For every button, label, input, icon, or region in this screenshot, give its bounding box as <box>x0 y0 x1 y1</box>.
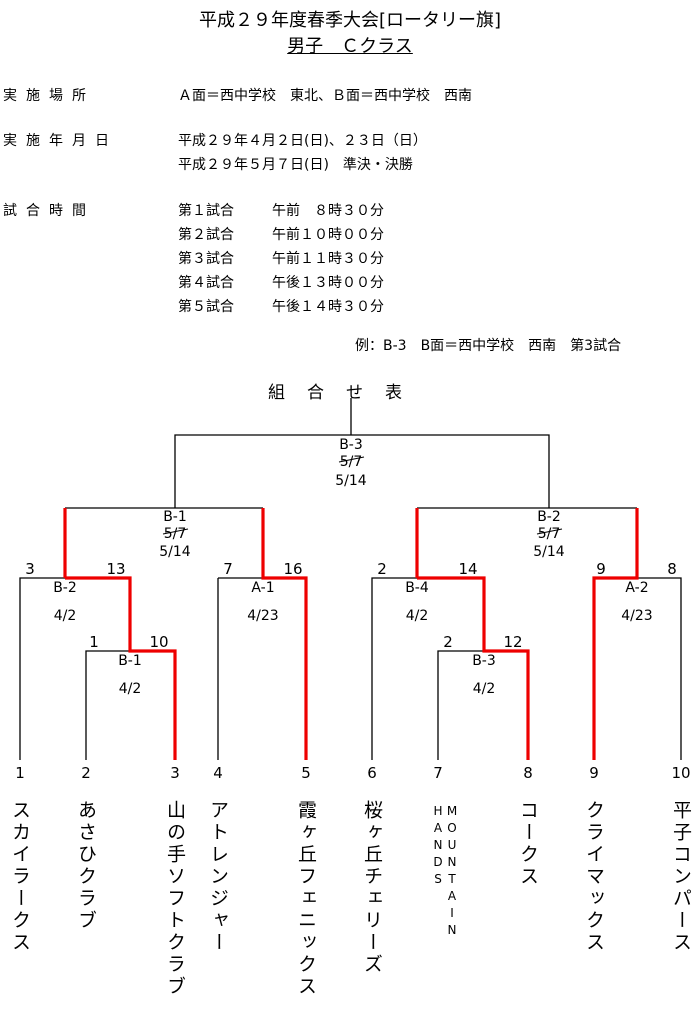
team-name-9: クライマックス <box>583 800 605 954</box>
match-date: 4/2 <box>54 608 77 624</box>
strike-mark <box>536 528 563 535</box>
final-code: B-3 <box>339 437 363 453</box>
strike-mark <box>338 456 365 463</box>
match-4-time: 午後１３時００分 <box>272 275 384 291</box>
match-3-time: 午前１１時３０分 <box>272 251 384 267</box>
match-code: A-2 <box>625 580 648 596</box>
team-name-4: アトレンジャー <box>207 800 229 954</box>
score-right: 14 <box>458 560 477 578</box>
match-2-time: 午前１０時００分 <box>272 227 384 243</box>
score-left: 7 <box>223 560 233 578</box>
match-date: 4/23 <box>621 608 652 624</box>
match-code: B-3 <box>472 653 496 669</box>
match-5-time: 午後１４時３０分 <box>272 299 384 315</box>
team-number: 2 <box>81 764 91 782</box>
score-right: 16 <box>283 560 302 578</box>
final-old-date: 5/7 <box>340 454 363 470</box>
venue-label: 実施場所 <box>3 88 95 104</box>
date-line-2: 平成２９年５月７日(日) 準決・決勝 <box>178 157 413 173</box>
team-number: 8 <box>523 764 533 782</box>
match-5-name: 第５試合 <box>178 299 234 315</box>
semi-right-old-date: 5/7 <box>538 526 561 542</box>
team-number: 3 <box>170 764 180 782</box>
score-left: 1 <box>89 633 99 651</box>
score-right: 13 <box>106 560 125 578</box>
score-left: 2 <box>443 633 453 651</box>
bracket-title: 組合せ表 <box>268 383 424 403</box>
match-code: B-2 <box>53 580 77 596</box>
example-note: 例：B-3 B面＝西中学校 西南 第3試合 <box>355 338 622 354</box>
team-name-1: スカイラークス <box>9 800 31 954</box>
final-date: 5/14 <box>335 473 367 489</box>
team-name-5: 霞ヶ丘フェニックス <box>295 800 317 998</box>
match-4-name: 第４試合 <box>178 275 234 291</box>
semi-left-date: 5/14 <box>159 544 191 560</box>
semi-left-code: B-1 <box>163 509 187 525</box>
date-label: 実施年月日 <box>3 133 118 149</box>
score-left: 3 <box>25 560 35 578</box>
semi-right-code: B-2 <box>537 509 561 525</box>
time-label: 試合時間 <box>3 203 95 219</box>
team-name-8: コークス <box>517 800 539 888</box>
team-number: 1 <box>15 764 25 782</box>
match-date: 4/2 <box>119 681 142 697</box>
team-name-7: MOUNTAIN HANDS <box>431 804 459 955</box>
semi-right-date: 5/14 <box>533 544 565 560</box>
match-code: A-1 <box>251 580 274 596</box>
match-1-time: 午前 ８時３０分 <box>272 203 384 219</box>
venue-value: Ａ面＝西中学校 東北、Ｂ面＝西中学校 西南 <box>178 88 472 104</box>
match-date: 4/23 <box>247 608 278 624</box>
match-code: B-4 <box>405 580 429 596</box>
team-number: 9 <box>589 764 599 782</box>
match-date: 4/2 <box>406 608 429 624</box>
date-line-1: 平成２９年４月２日(日)、２３日（日） <box>178 133 427 149</box>
team-number: 7 <box>433 764 443 782</box>
team-number: 10 <box>671 764 690 782</box>
team-name-2: あさひクラブ <box>75 800 97 932</box>
score-left: 9 <box>596 560 606 578</box>
score-right: 12 <box>503 633 522 651</box>
score-right: 8 <box>667 560 677 578</box>
page-subtitle: 男子 Ｃクラス <box>287 36 413 57</box>
team-name-6: 桜ヶ丘チェリーズ <box>361 800 383 976</box>
match-code: B-1 <box>118 653 142 669</box>
match-date: 4/2 <box>473 681 496 697</box>
page-title: 平成２９年度春季大会[ロータリー旗] <box>198 10 502 31</box>
match-1-name: 第１試合 <box>178 203 234 219</box>
score-right: 10 <box>149 633 168 651</box>
score-left: 2 <box>377 560 387 578</box>
team-number: 6 <box>367 764 377 782</box>
team-name-3: 山の手ソフトクラブ <box>164 800 186 998</box>
team-number: 5 <box>301 764 311 782</box>
match-2-name: 第２試合 <box>178 227 234 243</box>
team-number: 4 <box>213 764 223 782</box>
semi-left-old-date: 5/7 <box>164 526 187 542</box>
match-3-name: 第３試合 <box>178 251 234 267</box>
team-name-10: 平子コンパース <box>670 800 692 954</box>
strike-mark <box>162 528 189 535</box>
